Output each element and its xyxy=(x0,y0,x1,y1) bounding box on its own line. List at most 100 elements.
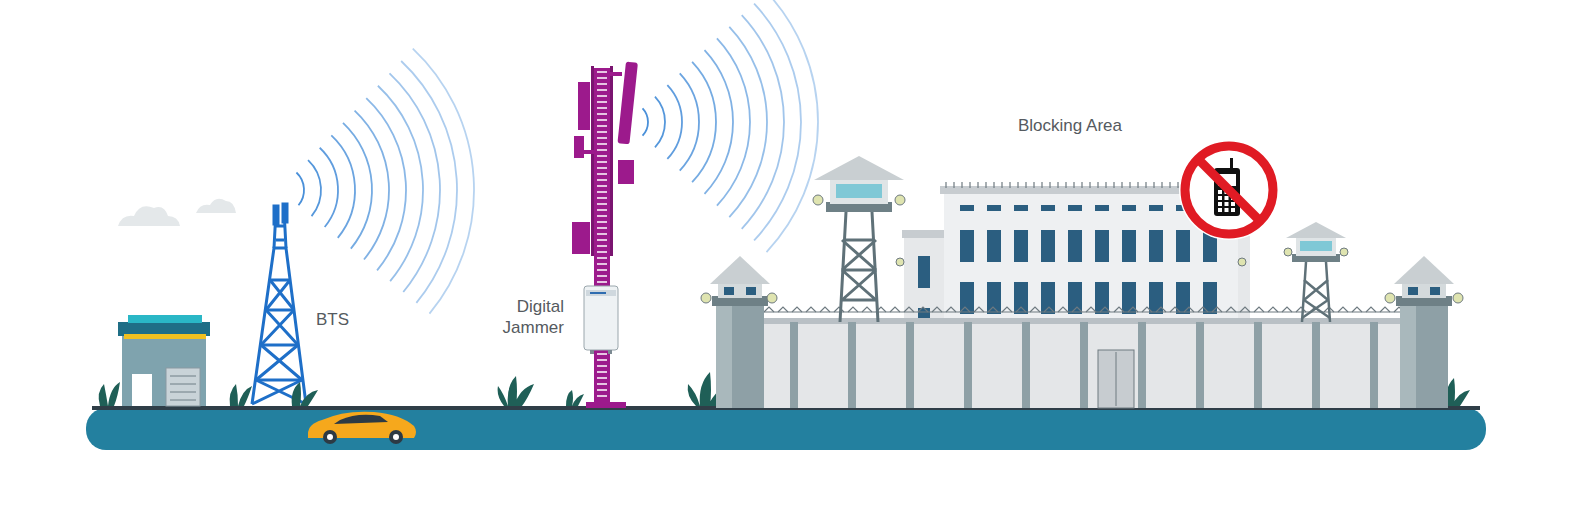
ladder-rung xyxy=(597,95,607,97)
ladder-rung xyxy=(597,269,607,271)
barbed-wire xyxy=(760,311,1400,312)
wave-arc xyxy=(705,50,733,194)
barbed-wire xyxy=(1296,307,1306,312)
wave-arc xyxy=(717,38,750,205)
window xyxy=(1014,205,1028,211)
window xyxy=(1176,282,1190,314)
barbed-wire xyxy=(1282,307,1292,312)
bts-building xyxy=(118,315,210,406)
barbed-wire xyxy=(1058,307,1068,312)
wave-arc xyxy=(667,85,682,159)
phone-key xyxy=(1218,196,1222,200)
roof-rail xyxy=(1089,182,1090,188)
wave-arc xyxy=(401,61,457,303)
wave-arc xyxy=(742,15,784,229)
ladder-rung xyxy=(597,377,607,379)
roof-rail xyxy=(1009,182,1010,188)
window xyxy=(1176,230,1190,262)
roof-rail xyxy=(1113,182,1114,188)
ladder-rung xyxy=(597,395,607,397)
barbed-wire xyxy=(764,307,774,312)
barbed-wire xyxy=(862,307,872,312)
wave-arc xyxy=(655,97,665,148)
ladder-rung xyxy=(597,389,607,391)
barbed-wire xyxy=(806,307,816,312)
roof-rail xyxy=(1129,182,1130,188)
ladder-rung xyxy=(597,239,607,241)
roof-rail xyxy=(1161,182,1162,188)
barbed-wire xyxy=(1380,307,1390,312)
ladder-rung xyxy=(597,167,607,169)
window xyxy=(1068,230,1082,262)
wave-arc xyxy=(366,98,406,270)
wave-arc xyxy=(413,49,474,314)
roof-rail xyxy=(1145,182,1146,188)
ladder-rung xyxy=(597,227,607,229)
roof-rail xyxy=(1049,182,1050,188)
roof-rail xyxy=(1001,182,1002,188)
barbed-wire xyxy=(1044,307,1054,312)
ladder-rung xyxy=(597,179,607,181)
ladder-rung xyxy=(597,275,607,277)
no-phone-sign xyxy=(1179,140,1279,240)
barbed-wire xyxy=(1226,307,1236,312)
barbed-wire xyxy=(918,307,928,312)
window xyxy=(1041,282,1055,314)
wall-pillar xyxy=(964,322,972,408)
ladder-rung xyxy=(597,155,607,157)
label: Blocking Area xyxy=(1018,115,1122,136)
ladder-rung xyxy=(597,89,607,91)
barbed-wire xyxy=(1170,307,1180,312)
wall-pillar xyxy=(1022,322,1030,408)
ladder-rung xyxy=(597,101,607,103)
ladder-rung xyxy=(597,251,607,253)
barbed-wire xyxy=(1072,307,1082,312)
roof-rail xyxy=(1033,182,1034,188)
window xyxy=(1014,230,1028,262)
barbed-wire xyxy=(792,307,802,312)
window xyxy=(960,205,974,211)
ladder-rung xyxy=(597,71,607,73)
ladder-rung xyxy=(597,281,607,283)
ladder-rung xyxy=(597,143,607,145)
ladder-rung xyxy=(597,125,607,127)
wave-arc xyxy=(754,4,801,241)
wave-arc xyxy=(680,73,699,170)
barbed-wire xyxy=(1212,307,1222,312)
wave-arc xyxy=(643,108,648,135)
barbed-wire xyxy=(1366,307,1376,312)
barbed-wire xyxy=(974,307,984,312)
roof-rail xyxy=(993,182,994,188)
ladder-rung xyxy=(597,221,607,223)
barbed-wire xyxy=(1086,307,1096,312)
barbed-wire xyxy=(890,307,900,312)
car xyxy=(308,412,416,444)
roof-rail xyxy=(1057,182,1058,188)
wall-pillar xyxy=(1080,322,1088,408)
barbed-wire xyxy=(1128,307,1138,312)
ladder-rung xyxy=(597,353,607,355)
barbed-wire xyxy=(1100,307,1110,312)
window xyxy=(1149,205,1163,211)
wall-pillar xyxy=(1312,322,1320,408)
ladder-rung xyxy=(597,185,607,187)
wave-arc xyxy=(390,73,440,292)
window xyxy=(1068,282,1082,314)
window xyxy=(1068,205,1082,211)
barbed-wire xyxy=(1184,307,1194,312)
ladder-rung xyxy=(597,197,607,199)
window xyxy=(987,205,1001,211)
window xyxy=(1041,205,1055,211)
barbed-wire xyxy=(848,307,858,312)
phone-key xyxy=(1231,202,1235,206)
phone-key xyxy=(1225,202,1229,206)
roof-rail xyxy=(1177,182,1178,188)
ladder-rung xyxy=(597,113,607,115)
barbed-wire xyxy=(960,307,970,312)
window xyxy=(1122,205,1136,211)
window xyxy=(1095,230,1109,262)
roof-rail xyxy=(985,182,986,188)
roof-rail xyxy=(1153,182,1154,188)
roof-rail xyxy=(1121,182,1122,188)
bts-tower xyxy=(252,204,306,404)
